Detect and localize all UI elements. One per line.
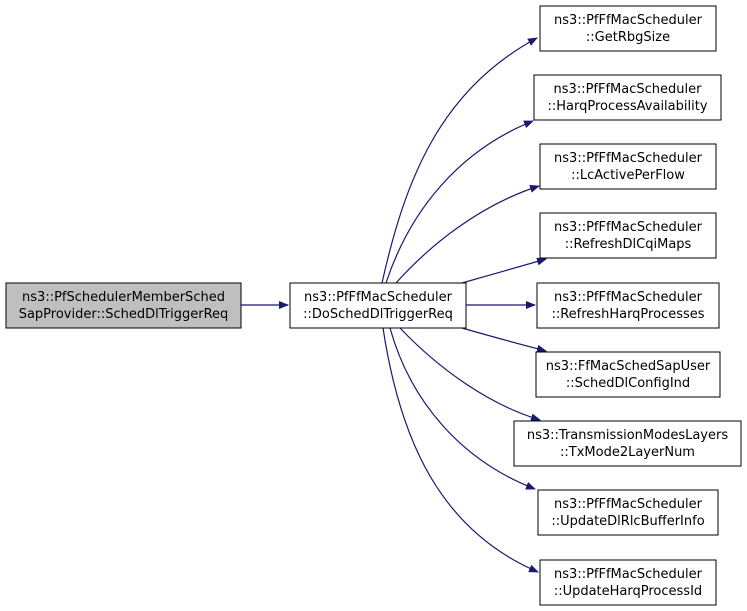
node-refresh-harq-processes-line2: ::RefreshHarqProcesses: [551, 307, 704, 322]
node-root-line2: SapProvider::SchedDlTriggerReq: [19, 307, 229, 322]
node-tx-mode2-layer-num-line2: ::TxMode2LayerNum: [560, 445, 695, 460]
node-harq-process-availability-line2: ::HarqProcessAvailability: [547, 99, 707, 114]
node-update-harq-process-id-line1: ns3::PfFfMacScheduler: [554, 567, 703, 582]
node-refresh-dl-cqi-maps-line2: ::RefreshDlCqiMaps: [565, 237, 692, 252]
node-tx-mode2-layer-num-line1: ns3::TransmissionModesLayers: [527, 428, 728, 443]
edge-main-to-harq-process-availability: [385, 120, 534, 284]
edge-main-to-lc-active-per-flow: [395, 184, 540, 284]
node-update-dl-rlc-buffer-info-line2: ::UpdateDlRlcBufferInfo: [551, 514, 704, 529]
node-main[interactable]: ns3::PfFfMacScheduler ::DoSchedDlTrigger…: [289, 282, 467, 329]
node-refresh-dl-cqi-maps-line1: ns3::PfFfMacScheduler: [554, 220, 703, 235]
edge-main-to-update-harq-process-id: [382, 327, 539, 573]
node-lc-active-per-flow-line1: ns3::PfFfMacScheduler: [554, 151, 703, 166]
edge-main-to-sched-dl-config-ind: [461, 327, 547, 353]
node-lc-active-per-flow-line2: ::LcActivePerFlow: [571, 168, 685, 183]
edge-main-to-update-dl-rlc-buffer-info: [389, 327, 536, 490]
node-sched-dl-config-ind-line2: ::SchedDlConfigInd: [566, 376, 690, 391]
node-update-dl-rlc-buffer-info-line1: ns3::PfFfMacScheduler: [554, 497, 703, 512]
node-get-rbg-size-line1: ns3::PfFfMacScheduler: [554, 13, 703, 28]
node-root-line1: ns3::PfSchedulerMemberSched: [22, 290, 225, 305]
edges: [241, 37, 547, 573]
node-main-line2: ::DoSchedDlTriggerReq: [303, 307, 453, 322]
node-harq-process-availability[interactable]: ns3::PfFfMacScheduler ::HarqProcessAvail…: [533, 74, 722, 121]
node-main-line1: ns3::PfFfMacScheduler: [304, 290, 453, 305]
node-update-harq-process-id-line2: ::UpdateHarqProcessId: [554, 584, 702, 599]
edge-main-to-refresh-dl-cqi-maps: [461, 257, 547, 284]
node-root[interactable]: ns3::PfSchedulerMemberSched SapProvider:…: [5, 282, 242, 329]
node-tx-mode2-layer-num[interactable]: ns3::TransmissionModesLayers ::TxMode2La…: [513, 420, 742, 467]
node-update-dl-rlc-buffer-info[interactable]: ns3::PfFfMacScheduler ::UpdateDlRlcBuffe…: [537, 489, 719, 536]
node-refresh-harq-processes[interactable]: ns3::PfFfMacScheduler ::RefreshHarqProce…: [536, 282, 720, 329]
node-harq-process-availability-line1: ns3::PfFfMacScheduler: [554, 82, 703, 97]
node-get-rbg-size[interactable]: ns3::PfFfMacScheduler ::GetRbgSize: [539, 5, 717, 52]
node-update-harq-process-id[interactable]: ns3::PfFfMacScheduler ::UpdateHarqProces…: [539, 559, 717, 606]
node-lc-active-per-flow[interactable]: ns3::PfFfMacScheduler ::LcActivePerFlow: [539, 143, 717, 190]
node-refresh-harq-processes-line1: ns3::PfFfMacScheduler: [554, 290, 703, 305]
node-refresh-dl-cqi-maps[interactable]: ns3::PfFfMacScheduler ::RefreshDlCqiMaps: [539, 212, 717, 259]
edge-main-to-tx-mode2-layer-num: [399, 327, 541, 422]
node-sched-dl-config-ind[interactable]: ns3::FfMacSchedSapUser ::SchedDlConfigIn…: [535, 351, 721, 398]
edge-main-to-get-rbg-size: [381, 37, 538, 284]
node-get-rbg-size-line2: ::GetRbgSize: [586, 30, 670, 45]
node-sched-dl-config-ind-line1: ns3::FfMacSchedSapUser: [546, 359, 711, 374]
